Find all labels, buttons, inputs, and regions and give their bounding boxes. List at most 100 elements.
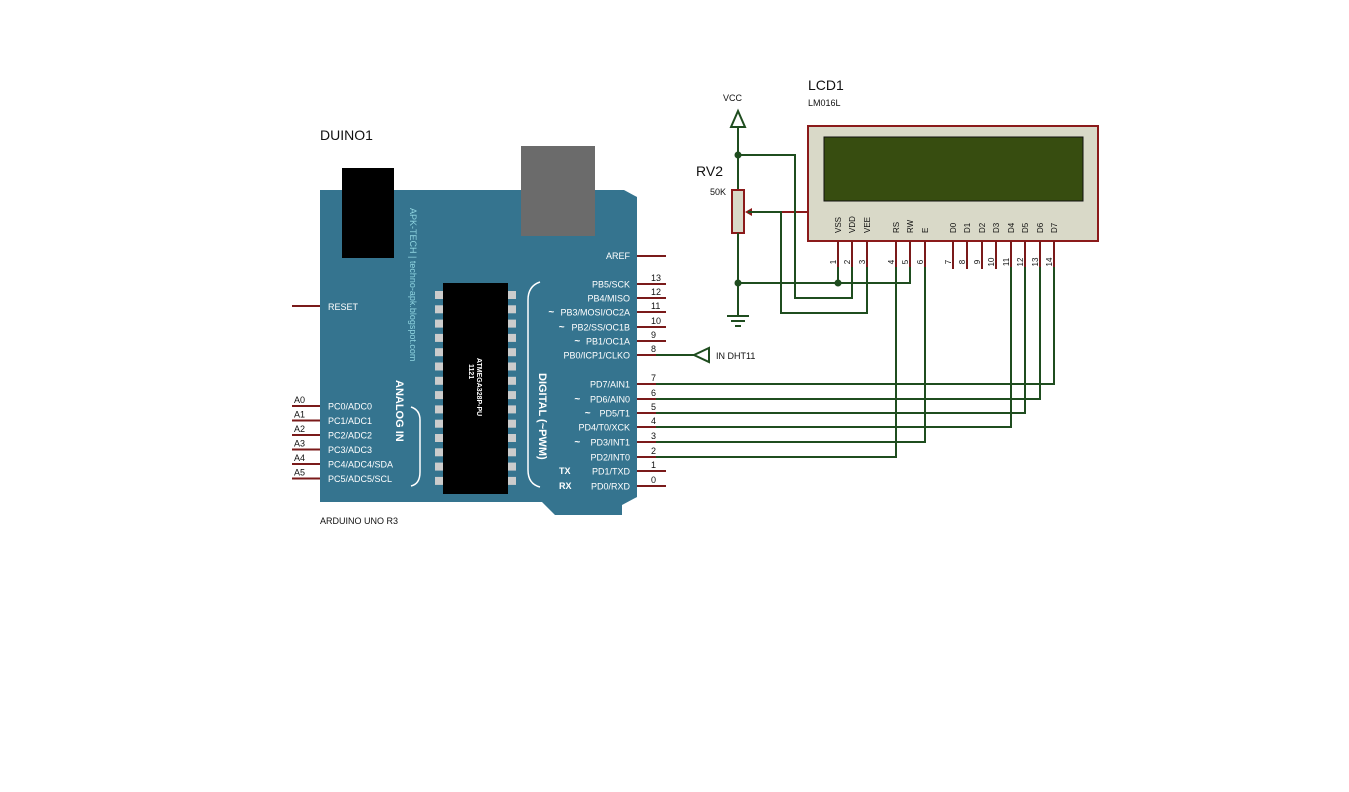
digital-pin-number: 7 — [651, 373, 656, 383]
digital-pin-number: 12 — [651, 287, 661, 297]
chip-pin-right — [508, 391, 516, 400]
pwm-mark: ~ — [559, 322, 565, 333]
analog-pin-number: A0 — [294, 395, 305, 405]
chip-pin-left — [435, 419, 443, 428]
lcd-model-label: LM016L — [808, 98, 841, 108]
lcd-pin-name: RS — [892, 222, 901, 233]
lcd-pin-name: VSS — [834, 217, 843, 233]
input-terminal-label: IN DHT11 — [716, 351, 755, 361]
pwm-mark: ~ — [548, 307, 554, 318]
reset-label: RESET — [328, 302, 359, 312]
digital-pin-number: 10 — [651, 316, 661, 326]
digital-bracket — [527, 281, 541, 488]
lcd-pin-number: 3 — [858, 259, 867, 264]
digital-pin-name: PD5/T1 — [599, 409, 630, 419]
chip-pin-right — [508, 476, 516, 485]
digital-pin-number: 11 — [651, 301, 660, 311]
wire-pd4-d4 — [656, 267, 1012, 428]
chip-label: ATMEGA328P-PU — [475, 358, 482, 416]
chip-pin-left — [435, 319, 443, 328]
wire-pd7-d7 — [656, 267, 1055, 385]
lcd-pin-number: 9 — [973, 259, 982, 264]
analog-pin-name: PC3/ADC3 — [328, 445, 372, 455]
lcd-pin-number: 2 — [843, 259, 852, 264]
lcd-pin-name: VEE — [863, 217, 872, 233]
wire-pd3-e — [656, 267, 926, 443]
analog-pin-name: PC0/ADC0 — [328, 402, 372, 412]
lcd-pin-number: 6 — [916, 259, 925, 264]
digital-pin-name: PD3/INT1 — [590, 438, 630, 448]
lcd-pin-number: 5 — [901, 259, 910, 264]
digital-pin-name: PB4/MISO — [587, 294, 630, 304]
digital-pin-number: 2 — [651, 446, 656, 456]
lcd-pin-name: D1 — [963, 222, 972, 233]
digital-pin-name: PD7/AIN1 — [590, 380, 630, 390]
lcd-pin-name: D4 — [1007, 222, 1016, 233]
junction-vss — [834, 279, 842, 287]
aref-label: AREF — [606, 251, 631, 261]
wire-wiper-vee — [748, 211, 868, 314]
lcd-pin-number: 14 — [1045, 257, 1054, 266]
usb-connector — [521, 146, 595, 236]
digital-pin-number: 5 — [651, 402, 656, 412]
analog-pin-number: A1 — [294, 410, 305, 420]
chip-pin-right — [508, 291, 516, 299]
input-terminal-arrow — [691, 346, 710, 364]
chip-pin-right — [508, 376, 516, 385]
analog-pin-name: PC5/ADC5/SCL — [328, 474, 392, 484]
atmega-chip: 1121 ATMEGA328P-PU — [435, 283, 516, 494]
wire-gnd-vss — [738, 267, 911, 284]
chip-pin-left — [435, 333, 443, 342]
chip-pin-left — [435, 291, 443, 299]
chip-pin-right — [508, 319, 516, 328]
chip-pin-right — [508, 462, 516, 471]
chip-pin-left — [435, 405, 443, 414]
analog-pin-name: PC1/ADC1 — [328, 416, 372, 426]
chip-pin-right — [508, 362, 516, 371]
digital-pin-name: PB5/SCK — [592, 280, 630, 290]
pwm-mark: ~ — [574, 394, 580, 405]
dht11-input-terminal: IN DHT11 — [691, 346, 755, 364]
chip-pin-right — [508, 405, 516, 414]
digital-pin-number: 1 — [651, 460, 656, 470]
chip-mark: 1121 — [467, 364, 474, 379]
chip-pin-left — [435, 434, 443, 442]
lcd-pin-name: D5 — [1021, 222, 1030, 233]
arduino-board: DUINO1 APK-TECH | techno-apk.blogspot.co… — [292, 127, 666, 526]
power-jack — [342, 168, 394, 258]
lcd-pin-number: 10 — [987, 257, 996, 266]
tx-label: TX — [559, 466, 571, 476]
chip-pin-right — [508, 348, 516, 357]
digital-pin-number: 4 — [651, 416, 656, 426]
lcd-pin-number: 1 — [829, 259, 838, 264]
digital-title: DIGITAL (~PWM) — [536, 373, 548, 460]
pot-ref-label: RV2 — [696, 163, 723, 179]
lcd-pin-name: D7 — [1050, 222, 1059, 233]
lcd-pin-number: 7 — [944, 259, 953, 264]
lcd-pin-name: D2 — [978, 222, 987, 233]
rx-label: RX — [559, 481, 572, 491]
lcd-screen — [823, 136, 1084, 202]
lcd-pin-number: 8 — [958, 259, 967, 264]
potentiometer-body — [731, 189, 745, 234]
lcd-pin-name: RW — [906, 219, 915, 233]
chip-pin-right — [508, 448, 516, 457]
digital-pin-name: PD1/TXD — [592, 467, 631, 477]
digital-pin-name: PB2/SS/OC1B — [571, 323, 630, 333]
analog-pins: A0PC0/ADC0A1PC1/ADC1A2PC2/ADC2A3PC3/ADC3… — [292, 395, 393, 484]
analog-pin-name: PC4/ADC4/SDA — [328, 460, 393, 470]
pwm-mark: ~ — [574, 437, 580, 448]
vendor-text: APK-TECH | techno-apk.blogspot.com — [408, 208, 418, 361]
pwm-mark: ~ — [574, 336, 580, 347]
digital-pin-name: PB3/MOSI/OC2A — [560, 308, 630, 318]
digital-pin-number: 0 — [651, 475, 656, 485]
lcd-pin-name: D0 — [949, 222, 958, 233]
lcd-pin-number: 4 — [887, 259, 896, 264]
digital-pin-number: 3 — [651, 431, 656, 441]
lcd-pin-number: 13 — [1031, 257, 1040, 266]
lcd-pin-number: 11 — [1002, 257, 1011, 266]
lcd-pin-name: D3 — [992, 222, 1001, 233]
lcd-pin-name: D6 — [1036, 222, 1045, 233]
